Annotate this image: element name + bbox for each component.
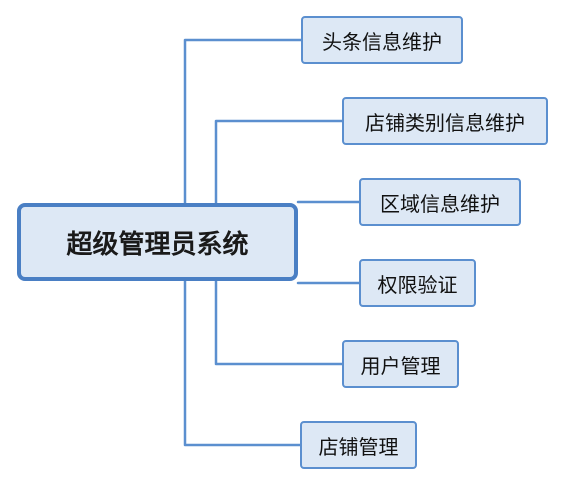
- child-node-shop-manage[interactable]: 店铺管理: [300, 421, 417, 469]
- child-node-label: 店铺类别信息维护: [365, 110, 525, 135]
- child-node-toutiao[interactable]: 头条信息维护: [301, 16, 463, 64]
- child-node-area[interactable]: 区域信息维护: [359, 178, 521, 226]
- child-node-shop-category[interactable]: 店铺类别信息维护: [342, 97, 548, 145]
- child-node-label: 权限验证: [377, 272, 458, 297]
- child-node-label: 店铺管理: [318, 434, 399, 459]
- child-node-permission[interactable]: 权限验证: [359, 259, 476, 307]
- child-node-user-manage[interactable]: 用户管理: [342, 340, 459, 388]
- child-node-label: 区域信息维护: [380, 191, 500, 216]
- child-node-label: 用户管理: [360, 353, 441, 378]
- root-node-label: 超级管理员系统: [66, 229, 249, 260]
- connector-to-toutiao: [183, 38, 303, 205]
- root-node[interactable]: 超级管理员系统: [17, 203, 298, 281]
- connector-to-shop-manage: [183, 279, 302, 447]
- connector-to-shop-category: [214, 119, 344, 205]
- connector-to-user-manage: [214, 279, 344, 366]
- child-node-label: 头条信息维护: [322, 29, 442, 54]
